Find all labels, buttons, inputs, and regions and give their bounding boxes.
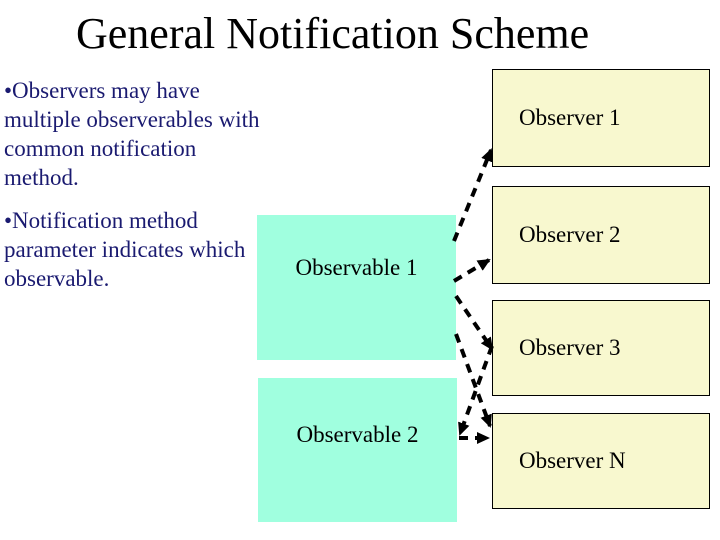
arrow-observable1-observer1 <box>452 148 493 242</box>
observable-2-label: Observable 2 <box>296 422 419 447</box>
observer-2-box: Observer 2 <box>492 186 710 284</box>
observer-2-label: Observer 2 <box>519 222 621 247</box>
observer-3-label: Observer 3 <box>519 335 621 360</box>
bullet-observers-may-have: •Observers may have multiple observerabl… <box>4 78 260 190</box>
bullet-notification-method: •Notification method parameter indicates… <box>4 208 246 291</box>
slide-title: General Notification Scheme <box>76 9 590 58</box>
observer-1-box: Observer 1 <box>492 69 710 167</box>
observer-n-box: Observer N <box>492 413 710 509</box>
observable-2-box: Observable 2 <box>258 378 457 522</box>
observer-n-label: Observer N <box>519 448 626 473</box>
arrow-observable1-observer3 <box>454 294 494 351</box>
observer-1-label: Observer 1 <box>519 105 621 130</box>
observable-1-label: Observable 1 <box>295 255 418 280</box>
observable-1-box: Observable 1 <box>257 215 456 360</box>
observer-3-box: Observer 3 <box>492 300 710 396</box>
arrow-observer3-observable2 <box>458 345 494 436</box>
arrow-observable1-observerN <box>454 333 492 428</box>
arrow-observable1-observer2 <box>452 258 491 283</box>
